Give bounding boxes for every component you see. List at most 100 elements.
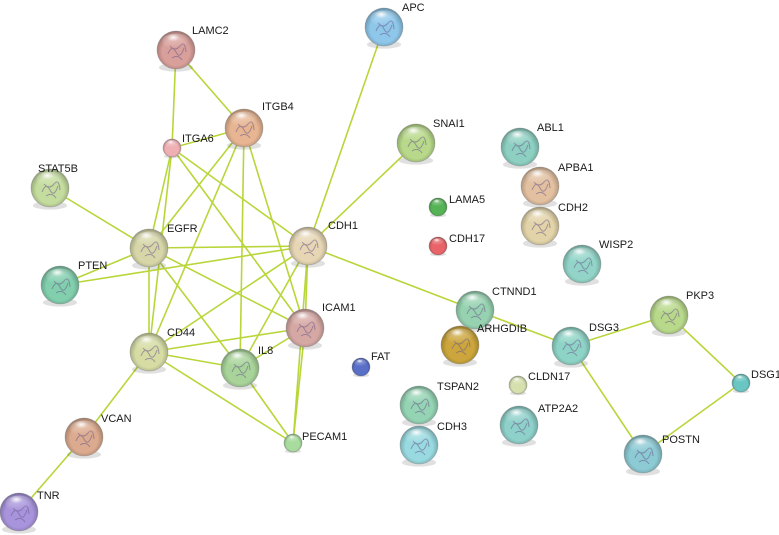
node-gloss <box>294 229 322 246</box>
node-gloss <box>557 329 585 346</box>
node-dsg3[interactable]: DSG3 <box>551 322 619 368</box>
node-cdh2[interactable]: CDH2 <box>520 202 588 248</box>
node-label-egfr: EGFR <box>167 223 198 235</box>
node-label-itga6: ITGA6 <box>182 133 214 145</box>
node-label-vcan: VCAN <box>101 413 132 425</box>
edge-icam1-pecam1 <box>292 327 306 444</box>
edge-pten-cdh1 <box>59 245 309 286</box>
edge-snai1-cdh1 <box>307 142 417 247</box>
node-gloss <box>405 428 433 445</box>
node-gloss <box>511 377 525 385</box>
node-lama5[interactable]: LAMA5 <box>428 194 485 218</box>
edge-itga6-cdh1 <box>171 147 309 247</box>
node-icam1[interactable]: ICAM1 <box>285 302 356 350</box>
node-gloss <box>226 351 254 368</box>
edge-dsg1-postn <box>642 382 742 455</box>
node-gloss <box>370 10 398 27</box>
edge-apc-cdh1 <box>307 26 385 247</box>
node-tnr[interactable]: TNR <box>0 490 60 534</box>
edge-stat5b-egfr <box>49 187 150 249</box>
node-label-postn: POSTN <box>662 434 700 446</box>
edge-itgb4-cd44 <box>148 127 245 353</box>
edge-cdh1-il8 <box>239 245 309 369</box>
node-gloss <box>230 111 258 128</box>
node-ctnnd1[interactable]: CTNND1 <box>455 286 537 332</box>
node-egfr[interactable]: EGFR <box>129 223 198 270</box>
edge-egfr-icam1 <box>148 247 306 329</box>
node-label-pkp3: PKP3 <box>686 290 714 302</box>
node-gloss <box>629 437 657 454</box>
node-label-tspan2: TSPAN2 <box>437 381 479 393</box>
node-label-cdh3: CDH3 <box>437 421 467 433</box>
node-label-pten: PTEN <box>78 260 107 272</box>
node-gloss <box>461 293 489 310</box>
node-cldn17[interactable]: CLDN17 <box>508 371 570 396</box>
node-tspan2[interactable]: TSPAN2 <box>399 381 479 427</box>
node-label-fat: FAT <box>371 351 391 363</box>
node-label-cdh1: CDH1 <box>328 220 358 232</box>
edge-cd44-pecam1 <box>148 351 294 444</box>
node-label-lamc2: LAMC2 <box>192 25 229 37</box>
node-gloss <box>526 209 554 226</box>
node-cdh17[interactable]: CDH17 <box>428 233 485 257</box>
node-lamc2[interactable]: LAMC2 <box>156 25 229 72</box>
node-snai1[interactable]: SNAI1 <box>396 118 465 165</box>
node-cdh1[interactable]: CDH1 <box>288 220 358 268</box>
node-apba1[interactable]: APBA1 <box>520 162 593 208</box>
node-gloss <box>506 130 534 147</box>
edge-dsg3-postn <box>570 345 644 455</box>
node-gloss <box>46 268 74 285</box>
node-gloss <box>165 140 179 148</box>
node-itga6[interactable]: ITGA6 <box>162 133 214 159</box>
edge-itga6-icam1 <box>171 147 306 329</box>
node-pkp3[interactable]: PKP3 <box>649 290 714 337</box>
node-gloss <box>70 420 98 437</box>
node-label-apba1: APBA1 <box>558 162 593 174</box>
node-wisp2[interactable]: WISP2 <box>562 239 633 286</box>
node-label-cdh17: CDH17 <box>449 233 485 245</box>
node-label-abl1: ABL1 <box>537 122 564 134</box>
node-gloss <box>431 199 445 207</box>
node-il8[interactable]: IL8 <box>220 345 273 390</box>
node-stat5b[interactable]: STAT5B <box>30 163 78 210</box>
node-atp2a2[interactable]: ATP2A2 <box>499 403 578 447</box>
node-gloss <box>431 238 445 246</box>
node-gloss <box>135 335 163 352</box>
node-postn[interactable]: POSTN <box>623 434 700 476</box>
node-cdh3[interactable]: CDH3 <box>399 421 467 467</box>
node-apc[interactable]: APC <box>364 2 425 49</box>
node-label-atp2a2: ATP2A2 <box>538 403 578 415</box>
node-label-dsg1: DSG1 <box>751 369 779 381</box>
edge-icam1-cd44 <box>148 327 306 353</box>
node-gloss <box>286 435 300 443</box>
edge-itgb4-il8 <box>239 127 245 369</box>
node-pten[interactable]: PTEN <box>40 260 107 307</box>
node-itgb4[interactable]: ITGB4 <box>224 101 294 150</box>
node-gloss <box>446 328 474 345</box>
node-label-lama5: LAMA5 <box>449 194 485 206</box>
node-arhgdib[interactable]: ARHGDIB <box>440 323 527 367</box>
node-gloss <box>5 495 33 512</box>
edges-layer <box>18 26 742 513</box>
node-vcan[interactable]: VCAN <box>64 413 132 459</box>
node-abl1[interactable]: ABL1 <box>500 122 564 169</box>
node-fat[interactable]: FAT <box>351 351 391 378</box>
node-label-icam1: ICAM1 <box>322 302 356 314</box>
node-label-snai1: SNAI1 <box>433 118 465 130</box>
node-dsg1[interactable]: DSG1 <box>731 369 779 394</box>
node-gloss <box>655 298 683 315</box>
node-pecam1[interactable]: PECAM1 <box>283 431 347 454</box>
node-gloss <box>505 408 533 425</box>
node-gloss <box>162 33 190 50</box>
node-label-tnr: TNR <box>37 490 60 502</box>
node-label-arhgdib: ARHGDIB <box>477 323 527 335</box>
node-cd44[interactable]: CD44 <box>129 327 195 374</box>
node-gloss <box>291 311 319 328</box>
node-gloss <box>36 171 64 188</box>
node-label-ctnnd1: CTNND1 <box>492 286 537 298</box>
node-label-cdh2: CDH2 <box>558 202 588 214</box>
node-label-stat5b: STAT5B <box>38 163 78 175</box>
node-label-pecam1: PECAM1 <box>302 431 347 443</box>
